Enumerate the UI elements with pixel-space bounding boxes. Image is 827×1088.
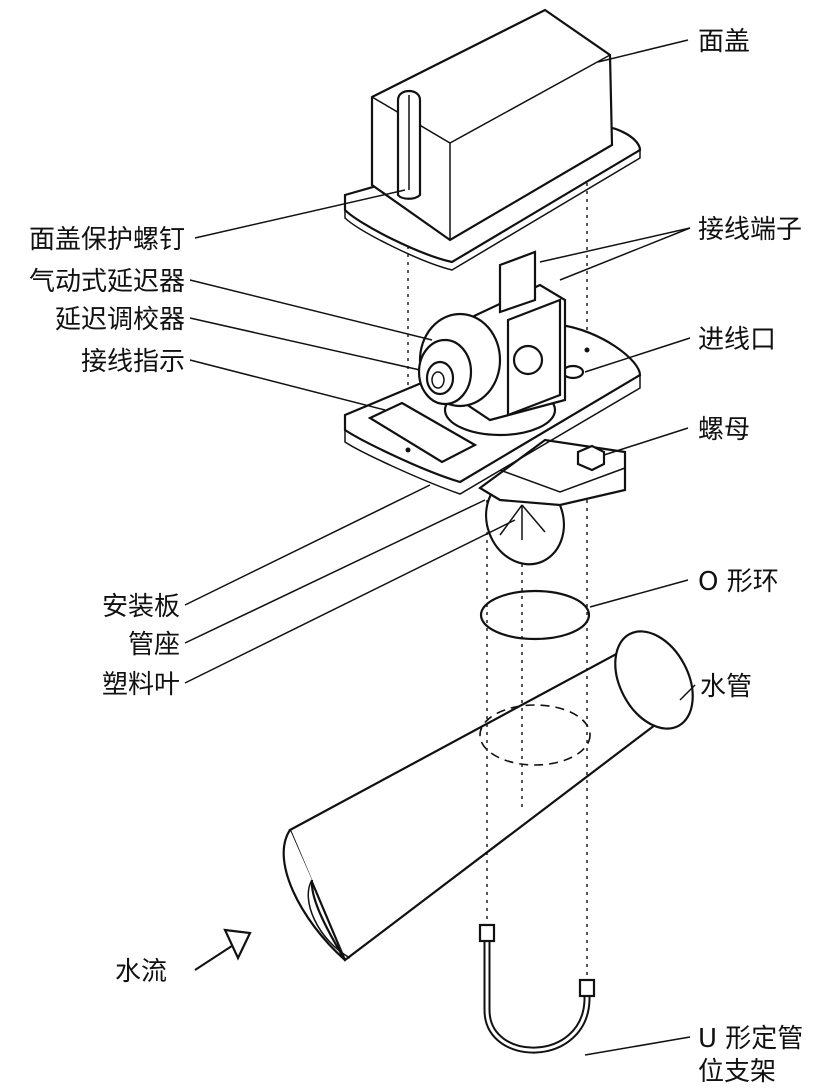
label-terminal: 接线端子 — [698, 215, 802, 245]
nut — [576, 444, 606, 472]
pipe-seat — [478, 438, 627, 507]
label-pipe-seat: 管座 — [128, 630, 180, 660]
label-water-pipe: 水管 — [700, 672, 752, 702]
alignment-lines — [407, 175, 588, 985]
bracket-nut-right — [578, 978, 596, 998]
pipe-hole-hidden — [479, 704, 591, 766]
labels: 面盖 面盖保护螺钉 气动式延迟器 延迟调校器 接线指示 接线端子 进线口 螺母 … — [29, 27, 803, 1087]
label-pneumatic-delay: 气动式延迟器 — [29, 267, 185, 297]
terminal-block — [498, 250, 537, 314]
label-u-bracket-line2: 位支架 — [698, 1057, 776, 1087]
switch-mechanism — [417, 250, 567, 437]
wiring-indicator-plate — [367, 401, 478, 464]
label-water-flow: 水流 — [115, 957, 167, 987]
label-wiring-indicator: 接线指示 — [81, 347, 185, 377]
label-mounting-plate: 安装板 — [102, 592, 180, 622]
leader-lines — [184, 39, 696, 1056]
cover — [343, 8, 642, 271]
o-ring — [479, 589, 591, 641]
u-bracket — [478, 923, 596, 1054]
label-delay-adjuster: 延迟调校器 — [55, 305, 185, 335]
terminal-screw-hole — [512, 344, 544, 376]
label-cable-inlet: 进线口 — [698, 325, 776, 355]
label-cover: 面盖 — [698, 27, 750, 57]
water-flow-arrow — [194, 928, 252, 971]
label-u-bracket-line1: U 形定管 — [698, 1024, 803, 1054]
water-pipe — [282, 630, 694, 962]
label-o-ring: O 形环 — [698, 567, 779, 597]
label-plastic-vane: 塑料叶 — [102, 670, 180, 700]
water-pipe-end — [614, 630, 694, 730]
label-cover-screw: 面盖保护螺钉 — [29, 225, 185, 255]
label-nut: 螺母 — [698, 415, 750, 445]
bracket-nut-left — [478, 923, 496, 943]
